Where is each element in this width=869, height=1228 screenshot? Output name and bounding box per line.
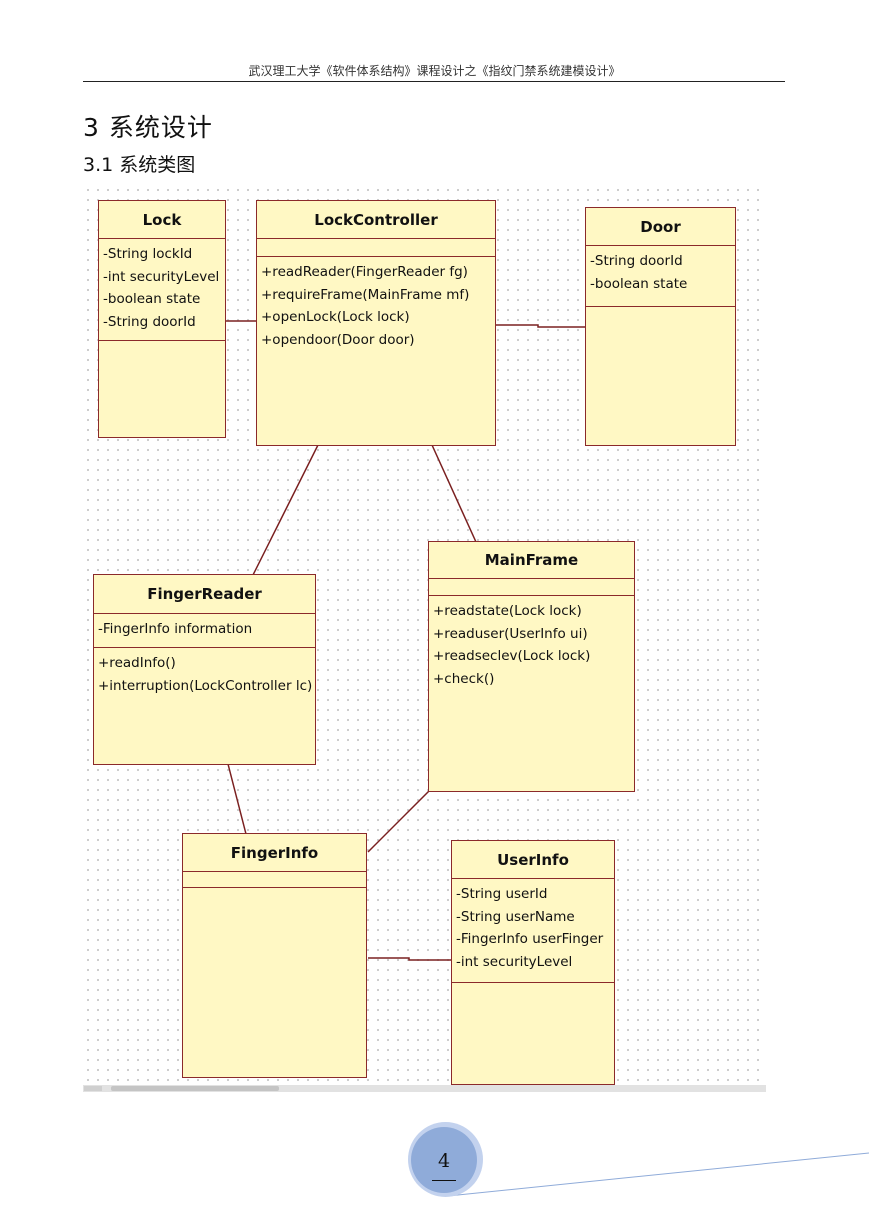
- operation: +readstate(Lock lock): [433, 603, 582, 619]
- class-name: Door: [586, 208, 735, 246]
- link-lockcontroller-fingerreader: [252, 444, 319, 576]
- attribute: -String userId: [456, 886, 548, 902]
- class-name: FingerReader: [94, 575, 315, 614]
- operation: +readseclev(Lock lock): [433, 648, 591, 664]
- attributes-section: [257, 239, 495, 257]
- class-mainframe[interactable]: MainFrame +readstate(Lock lock) +readuse…: [428, 541, 635, 792]
- class-diagram: Lock -String lockId -int securityLevel -…: [83, 185, 766, 1092]
- operation: +interruption(LockController lc): [98, 677, 313, 694]
- attributes-section: [429, 579, 634, 596]
- attribute: -String userName: [456, 908, 575, 925]
- operation: +readuser(UserInfo ui): [433, 625, 588, 642]
- class-lockcontroller[interactable]: LockController +readReader(FingerReader …: [256, 200, 496, 446]
- class-name: LockController: [257, 201, 495, 239]
- class-name: FingerInfo: [183, 834, 366, 872]
- operations-section: +readReader(FingerReader fg) +requireFra…: [257, 257, 495, 355]
- association-links: [225, 320, 586, 961]
- class-name: Lock: [99, 201, 225, 239]
- class-door[interactable]: Door -String doorId -boolean state: [585, 207, 736, 446]
- link-lockcontroller-mainframe: [431, 444, 477, 543]
- attribute: -int securityLevel: [103, 268, 220, 285]
- attribute: -boolean state: [103, 291, 201, 307]
- operation: +readInfo(): [98, 655, 176, 671]
- class-lock[interactable]: Lock -String lockId -int securityLevel -…: [98, 200, 226, 438]
- subsection-heading: 3.1 系统类图: [83, 154, 196, 176]
- operation: +readReader(FingerReader fg): [261, 264, 468, 280]
- attributes-section: -String userId -String userName -FingerI…: [452, 879, 614, 983]
- header-rule: [83, 81, 785, 82]
- link-fingerinfo-userinfo: [368, 957, 452, 961]
- attribute: -String lockId: [103, 246, 193, 262]
- horizontal-scrollbar[interactable]: [83, 1085, 766, 1092]
- attribute: -FingerInfo information: [98, 621, 253, 637]
- attributes-section: -FingerInfo information: [94, 614, 315, 648]
- page-number: 4: [437, 1150, 451, 1172]
- class-fingerinfo[interactable]: FingerInfo: [182, 833, 367, 1078]
- attributes-section: [183, 872, 366, 888]
- attribute: -boolean state: [590, 275, 688, 292]
- attribute: -String doorId: [590, 253, 683, 269]
- operation: +requireFrame(MainFrame mf): [261, 286, 470, 303]
- class-fingerreader[interactable]: FingerReader -FingerInfo information +re…: [93, 574, 316, 765]
- link-fingerreader-fingerinfo: [227, 763, 247, 835]
- operation: +check(): [433, 670, 495, 687]
- operations-section: +readstate(Lock lock) +readuser(UserInfo…: [429, 596, 634, 694]
- link-mainframe-fingerinfo: [367, 790, 430, 853]
- attribute: -int securityLevel: [456, 953, 573, 970]
- class-name: MainFrame: [429, 542, 634, 579]
- attributes-section: -String doorId -boolean state: [586, 246, 735, 307]
- attribute: -FingerInfo userFinger: [456, 931, 604, 947]
- attributes-section: -String lockId -int securityLevel -boole…: [99, 239, 225, 341]
- scroll-left-button[interactable]: [84, 1086, 102, 1091]
- class-userinfo[interactable]: UserInfo -String userId -String userName…: [451, 840, 615, 1085]
- operation: +opendoor(Door door): [261, 331, 415, 348]
- section-heading: 3 系统设计: [83, 113, 213, 142]
- operations-section: +readInfo() +interruption(LockController…: [94, 648, 315, 701]
- page-badge: [411, 1127, 477, 1193]
- attribute: -String doorId: [103, 313, 196, 330]
- class-name: UserInfo: [452, 841, 614, 879]
- link-lockcontroller-door: [495, 324, 586, 328]
- operation: +openLock(Lock lock): [261, 309, 410, 325]
- page-number-underline: [432, 1180, 456, 1181]
- scrollbar-thumb[interactable]: [111, 1086, 279, 1091]
- running-header: 武汉理工大学《软件体系结构》课程设计之《指纹门禁系统建模设计》: [248, 64, 621, 78]
